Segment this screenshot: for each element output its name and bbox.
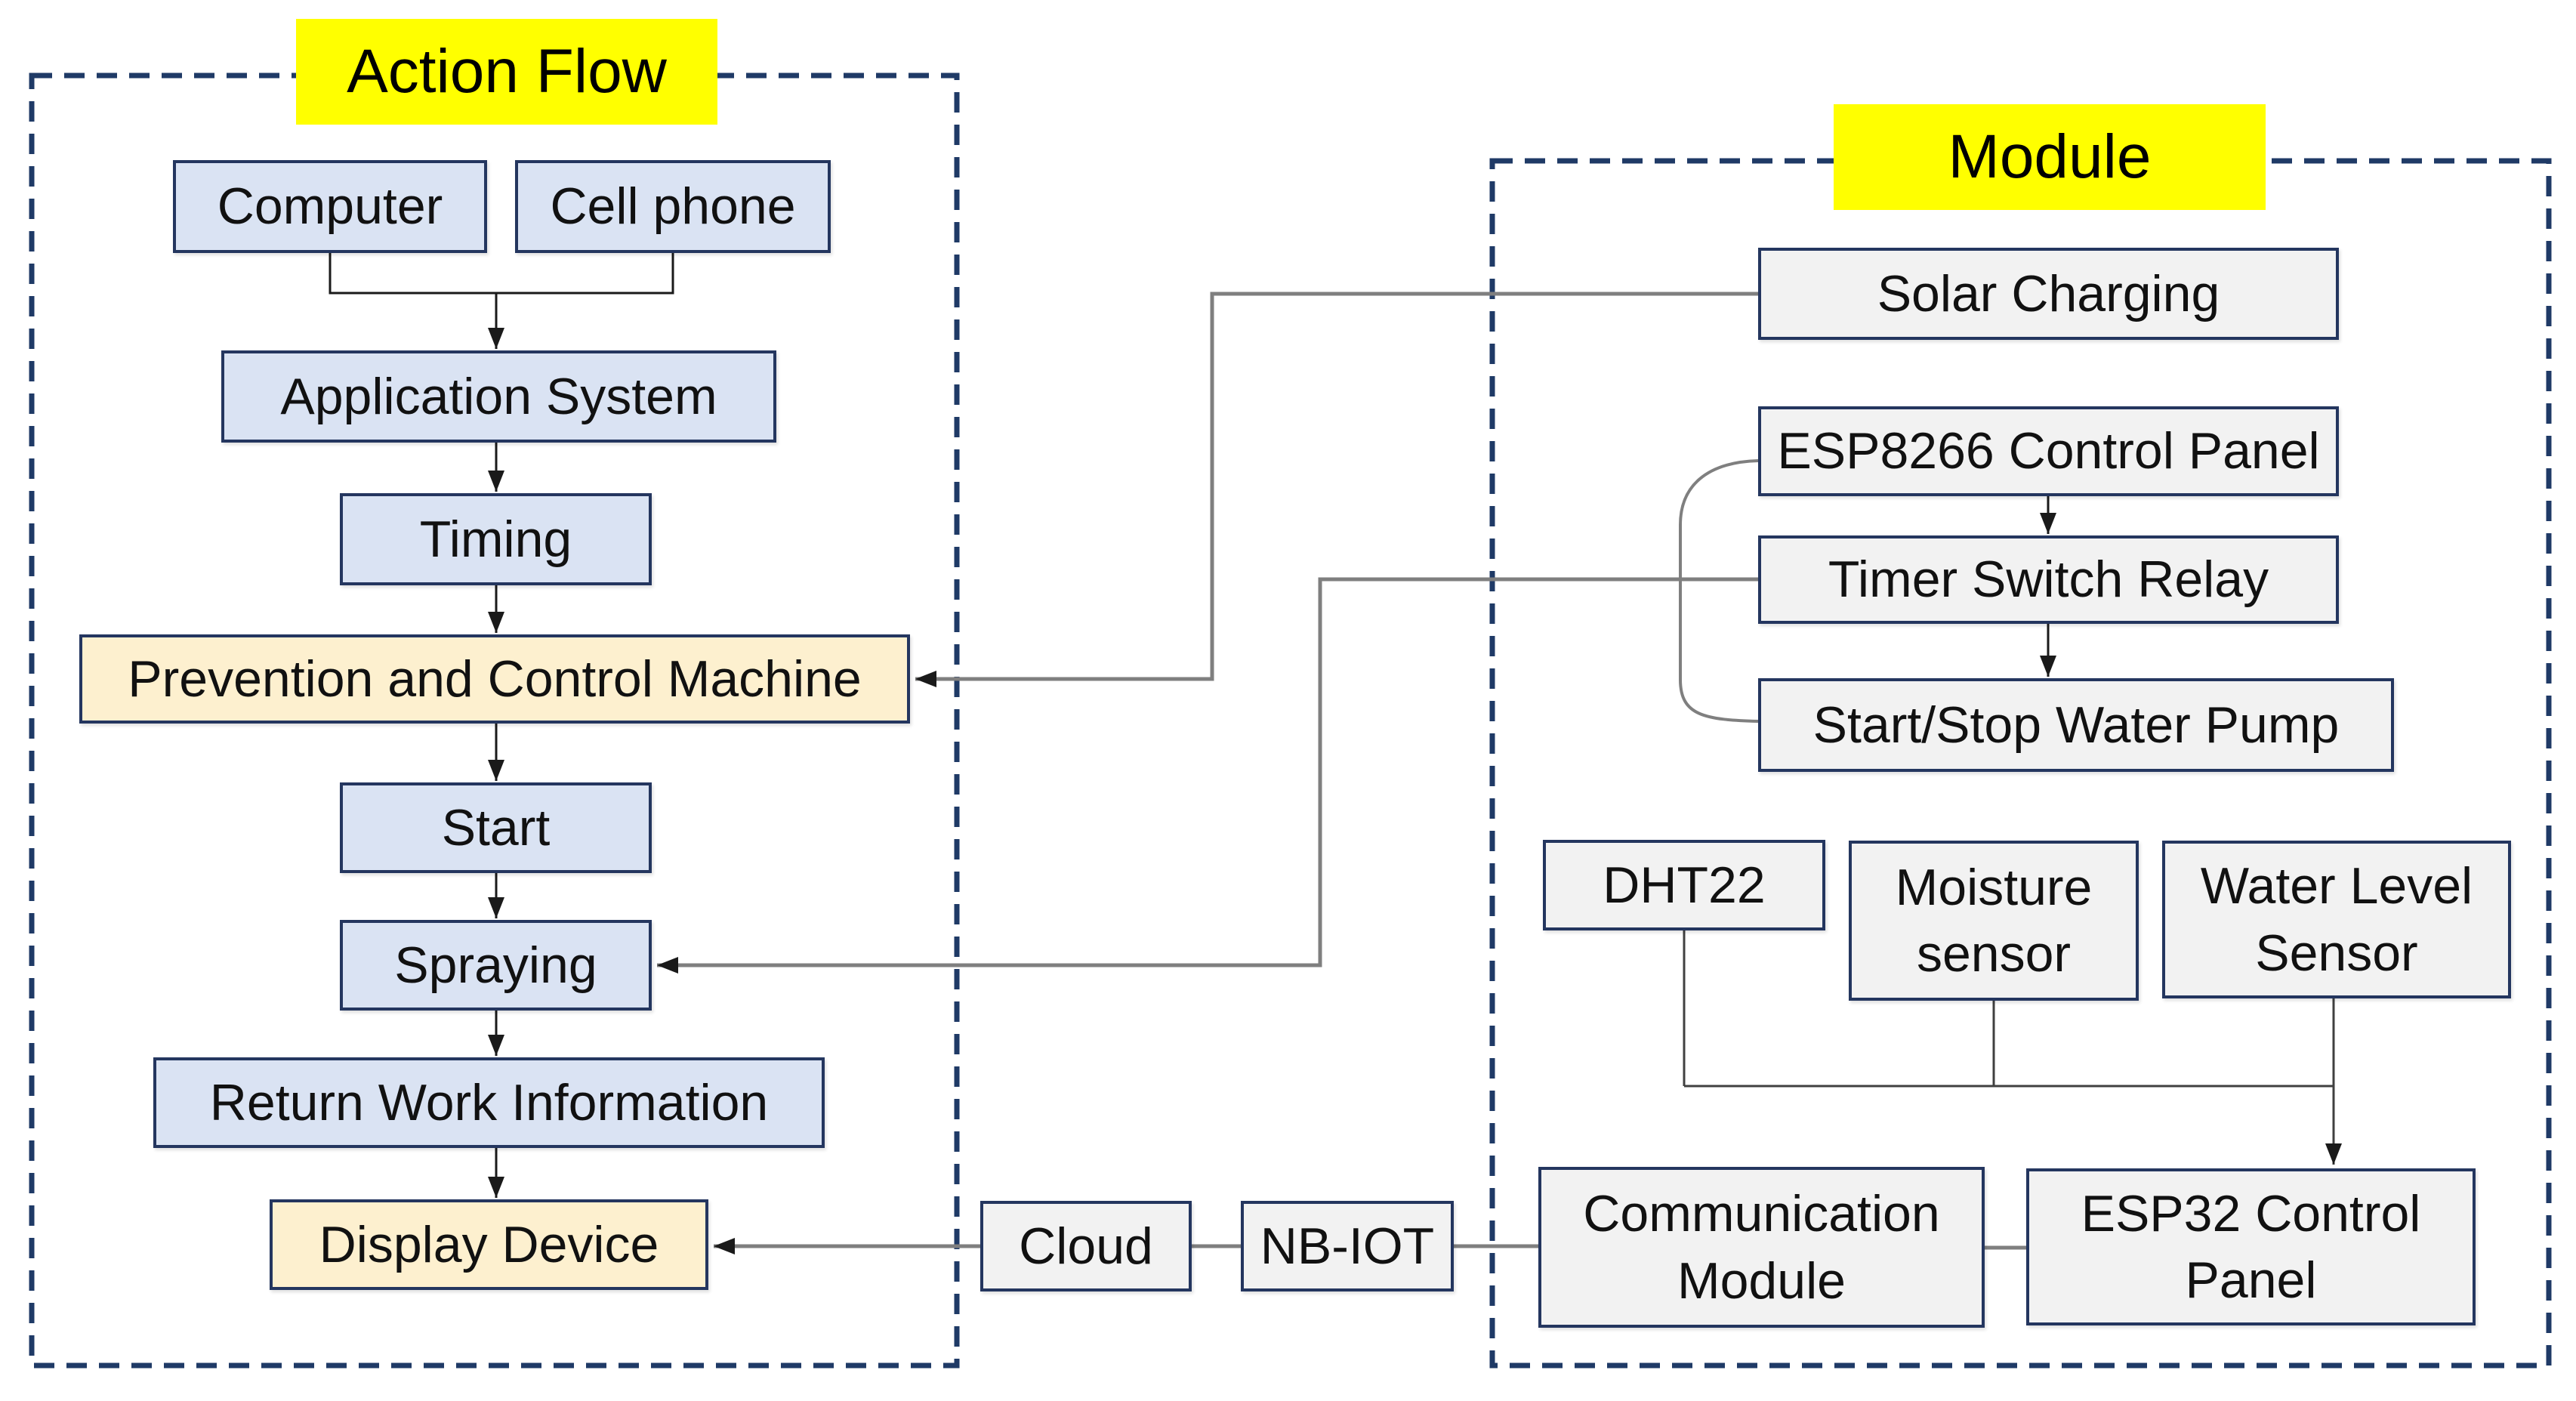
node-application-system: Application System: [221, 350, 776, 443]
node-computer: Computer: [173, 160, 487, 253]
node-dht22: DHT22: [1543, 840, 1825, 930]
node-cell-phone: Cell phone: [515, 160, 831, 253]
node-timer-switch-relay: Timer Switch Relay: [1758, 535, 2339, 624]
edge-esp8266-waterpump-bracket: [1679, 459, 1759, 723]
node-prevention-control-machine: Prevention and Control Machine: [79, 634, 910, 724]
node-moisture-sensor: Moisture sensor: [1849, 841, 2139, 1001]
node-start: Start: [340, 782, 652, 873]
node-return-work-information: Return Work Information: [153, 1057, 825, 1148]
module-title: Module: [1834, 104, 2266, 210]
node-display-device: Display Device: [270, 1199, 708, 1290]
node-timing: Timing: [340, 493, 652, 585]
node-esp32-control-panel: ESP32 Control Panel: [2026, 1168, 2476, 1325]
node-spraying: Spraying: [340, 920, 652, 1011]
node-water-level-sensor: Water Level Sensor: [2162, 841, 2511, 998]
node-nb-iot: NB-IOT: [1241, 1201, 1454, 1291]
action-flow-title: Action Flow: [296, 19, 717, 125]
node-solar-charging: Solar Charging: [1758, 248, 2339, 340]
edge-timer-to-spraying: [657, 577, 1758, 974]
node-esp8266-control-panel: ESP8266 Control Panel: [1758, 406, 2339, 496]
edge-solar-to-prevention: [915, 292, 1758, 687]
node-start-stop-water-pump: Start/Stop Water Pump: [1758, 678, 2394, 772]
node-communication-module: Communication Module: [1538, 1167, 1985, 1328]
edge-computer-cellphone-merge: [329, 253, 674, 295]
node-cloud: Cloud: [980, 1201, 1192, 1291]
